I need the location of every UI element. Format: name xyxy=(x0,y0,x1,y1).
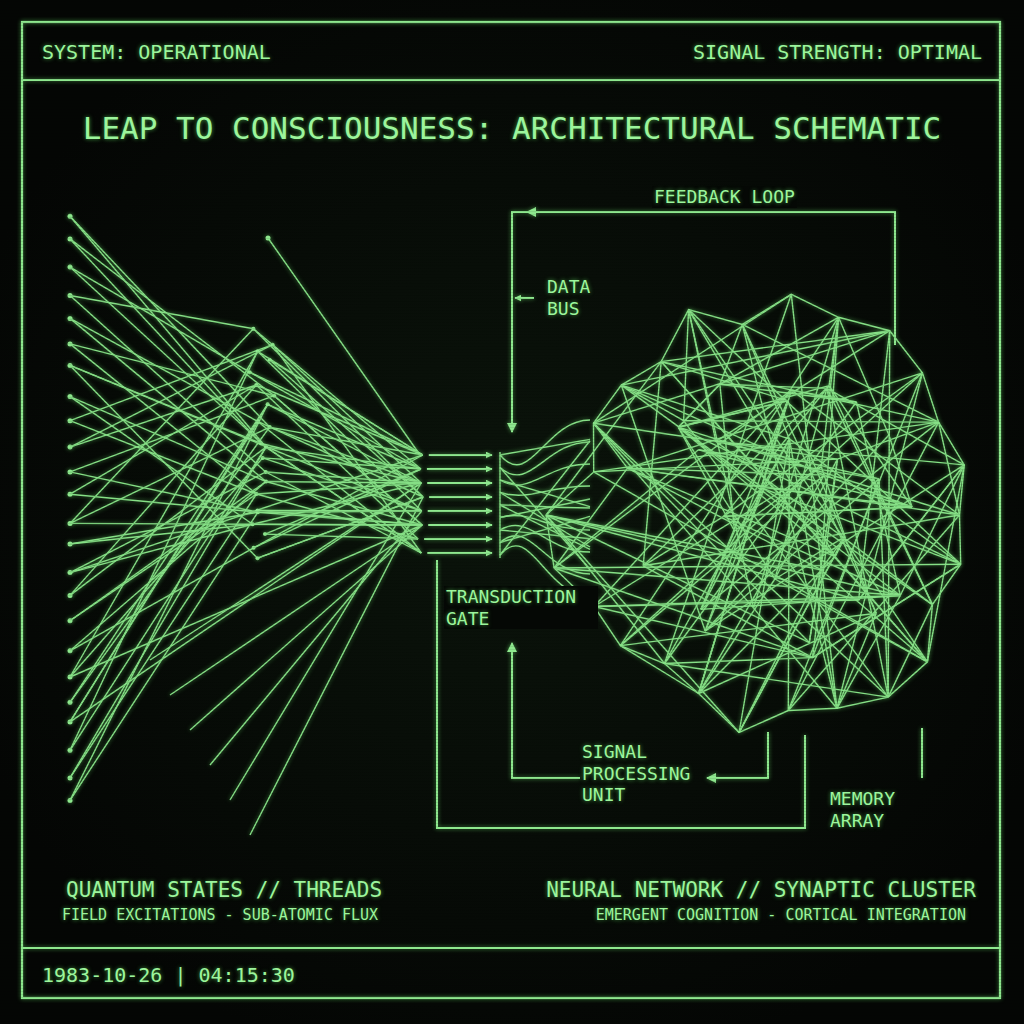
quantum-threads xyxy=(68,214,424,835)
section-label: NEURAL NETWORK // SYNAPTIC CLUSTER xyxy=(546,878,976,903)
gate-label: TRANSDUCTION GATE xyxy=(444,586,598,629)
section-sublabel: FIELD EXCITATIONS - SUB-ATOMIC FLUX xyxy=(62,906,378,924)
status-text: SYSTEM: OPERATIONAL xyxy=(42,40,271,64)
title: LEAP TO CONSCIOUSNESS: ARCHITECTURAL SCH… xyxy=(0,110,1024,147)
memory-label: MEMORY ARRAY xyxy=(830,788,910,831)
bus-label: DATA BUS xyxy=(547,276,607,319)
section-label: QUANTUM STATES // THREADS xyxy=(66,878,382,903)
frame xyxy=(22,22,1000,998)
input-arrows xyxy=(424,455,492,553)
neural-network xyxy=(500,294,964,732)
loop-label: FEEDBACK LOOP xyxy=(652,186,797,208)
section-sublabel: EMERGENT COGNITION - CORTICAL INTEGRATIO… xyxy=(596,906,966,924)
timestamp: 1983-10-26 | 04:15:30 xyxy=(42,963,295,987)
unit-label: SIGNAL PROCESSING UNIT xyxy=(582,741,700,806)
status-text: SIGNAL STRENGTH: OPTIMAL xyxy=(693,40,982,64)
